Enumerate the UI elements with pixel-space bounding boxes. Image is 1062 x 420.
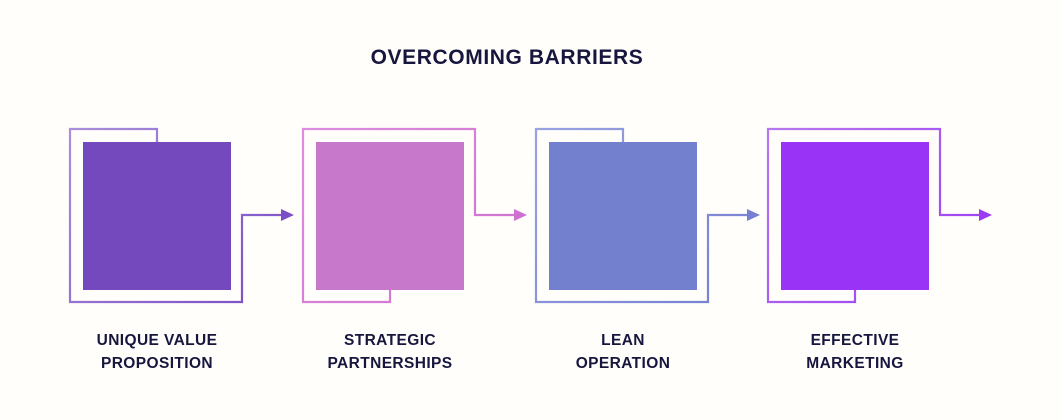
step-label-line: PROPOSITION (100, 354, 214, 372)
arrowhead-icon (514, 209, 527, 221)
step-outline-spiral (68, 127, 282, 304)
step-label-line: LEAN (601, 332, 645, 349)
arrowhead-icon (747, 209, 760, 221)
step-label-line: EFFECTIVE (810, 332, 900, 349)
arrowhead-icon (281, 209, 294, 221)
step-label-effective-marketing: EFFECTIVE MARKETING (740, 330, 970, 375)
step-square (549, 142, 697, 290)
step-label-unique-value-proposition: UNIQUE VALUE PROPOSITION (42, 330, 272, 375)
step-outline-spiral (534, 127, 748, 304)
step-label-line: MARKETING (806, 354, 904, 372)
step-square (83, 142, 231, 290)
page-title: OVERCOMING BARRIERS (370, 46, 644, 69)
step-label-lean-operation: LEAN OPERATION (508, 330, 738, 375)
step-group (301, 127, 527, 304)
arrowhead-icon (979, 209, 992, 221)
step-group (766, 127, 992, 304)
step-square (316, 142, 464, 290)
step-outline-spiral (301, 127, 515, 304)
step-label-line: STRATEGIC (343, 332, 436, 349)
step-label-line: OPERATION (575, 354, 671, 372)
step-group (534, 127, 760, 304)
step-label-line: UNIQUE VALUE (96, 332, 218, 349)
step-label-line: PARTNERSHIPS (327, 354, 453, 372)
step-label-strategic-partnerships: STRATEGIC PARTNERSHIPS (275, 330, 505, 375)
step-group (68, 127, 294, 304)
step-outline-spiral (766, 127, 980, 304)
step-square (781, 142, 929, 290)
